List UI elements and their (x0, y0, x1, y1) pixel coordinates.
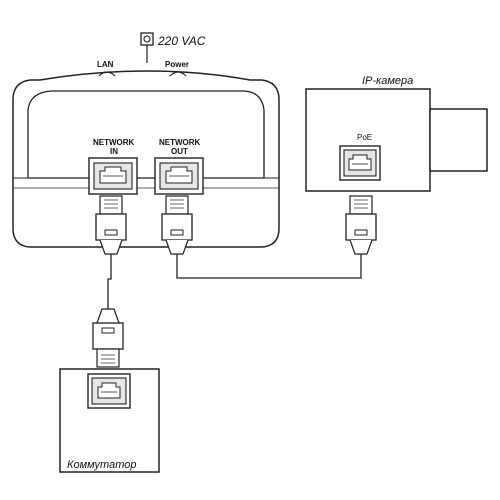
injector-front-panel (27, 90, 265, 179)
power-terminal-pin (143, 35, 151, 43)
led-power: Power (165, 60, 189, 77)
port-in-label-line2: IN (110, 147, 118, 156)
led-lan-label: LAN (97, 60, 114, 69)
rj45-plug-in (95, 195, 127, 255)
camera-lens-housing (429, 108, 488, 172)
led-lan: LAN (97, 60, 116, 77)
power-voltage-label: 220 VAC (157, 34, 206, 48)
camera-title: IP-камера (362, 75, 413, 87)
port-out-label-line2: OUT (171, 147, 188, 156)
rj45-plug-out (161, 195, 193, 255)
rj45-plug-camera (345, 195, 377, 255)
rj45-plug-switch-cable (92, 308, 124, 368)
camera-poe-port (339, 145, 381, 181)
network-switch: Коммутатор (59, 368, 160, 473)
led-power-label: Power (165, 60, 189, 69)
cable-in-to-switch (107, 254, 112, 310)
power-terminal (140, 32, 154, 46)
poe-injector: LAN Power NETWORK IN NETWORK OUT (12, 60, 280, 248)
cable-out-to-camera (176, 254, 362, 279)
camera-port-label: PoE (357, 133, 372, 142)
switch-port (87, 373, 131, 409)
led-power-icon (169, 71, 187, 77)
switch-title: Коммутатор (67, 459, 137, 471)
ip-camera: IP-камера PoE (305, 75, 488, 192)
port-out-label-line1: NETWORK (159, 138, 201, 147)
led-lan-icon (98, 71, 116, 77)
network-in-port (88, 157, 138, 195)
network-out-port (154, 157, 204, 195)
port-in-label-line1: NETWORK (93, 138, 135, 147)
power-input: 220 VAC (140, 32, 206, 63)
